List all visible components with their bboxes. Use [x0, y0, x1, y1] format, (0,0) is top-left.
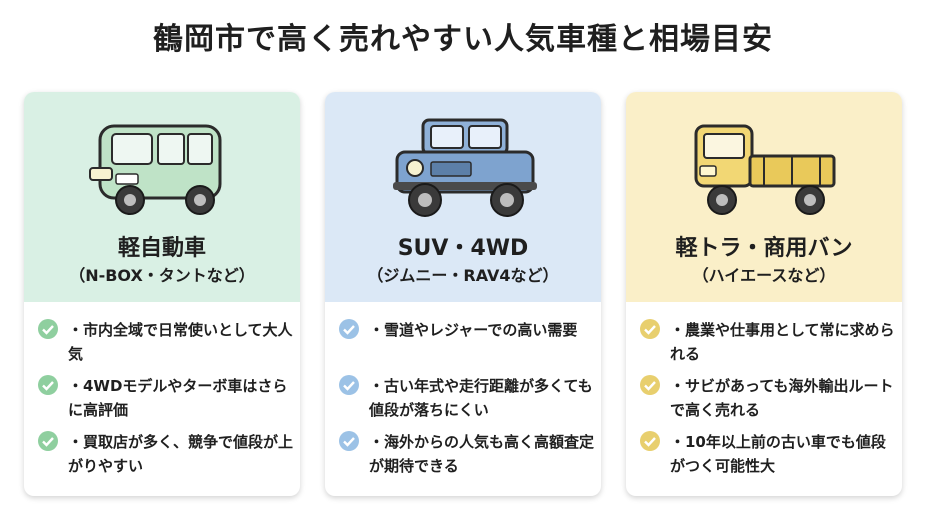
- card-kei-car: 軽自動車 （N-BOX・タントなど） ・市内全域で日常使いとして大人気 ・4WD…: [24, 92, 300, 496]
- card-subtitle: （ジムニー・RAV4など）: [367, 266, 559, 285]
- check-circle-icon: [640, 431, 660, 451]
- point-text: ・4WDモデルやターボ車はさらに高評価: [68, 377, 288, 419]
- check-circle-icon: [339, 319, 359, 339]
- point-list: ・農業や仕事用として常に求められる ・サビがあっても海外輸出ルートで高く売れる …: [640, 318, 896, 486]
- check-circle-icon: [640, 319, 660, 339]
- point-text: ・雪道やレジャーでの高い需要: [369, 321, 578, 339]
- list-item: ・市内全域で日常使いとして大人気: [38, 318, 294, 374]
- suv-icon: [393, 118, 537, 217]
- list-item: ・買取店が多く、競争で値段が上がりやすい: [38, 430, 294, 486]
- point-text: ・買取店が多く、競争で値段が上がりやすい: [68, 433, 294, 475]
- list-item: ・雪道やレジャーでの高い需要: [339, 318, 595, 374]
- check-circle-icon: [38, 319, 58, 339]
- card-header: [626, 92, 902, 302]
- check-circle-icon: [640, 375, 660, 395]
- check-circle-icon: [38, 375, 58, 395]
- list-item: ・10年以上前の古い車でも値段がつく可能性大: [640, 430, 896, 486]
- point-text: ・10年以上前の古い車でも値段がつく可能性大: [670, 433, 886, 475]
- list-item: ・農業や仕事用として常に求められる: [640, 318, 896, 374]
- list-item: ・海外からの人気も高く高額査定が期待できる: [339, 430, 595, 486]
- check-circle-icon: [339, 431, 359, 451]
- card-title: SUV・4WD: [397, 236, 529, 261]
- list-item: ・サビがあっても海外輸出ルートで高く売れる: [640, 374, 896, 430]
- point-text: ・古い年式や走行距離が多くても値段が落ちにくい: [369, 377, 593, 419]
- kei-car-icon: [89, 124, 222, 215]
- page-title: 鶴岡市で高く売れやすい人気車種と相場目安: [153, 22, 773, 57]
- list-item: ・4WDモデルやターボ車はさらに高評価: [38, 374, 294, 430]
- kei-truck-icon: [694, 124, 836, 215]
- point-text: ・農業や仕事用として常に求められる: [670, 321, 895, 363]
- check-circle-icon: [339, 375, 359, 395]
- card-subtitle: （N-BOX・タントなど）: [69, 266, 255, 285]
- card-title: 軽自動車: [117, 236, 206, 261]
- point-text: ・海外からの人気も高く高額査定が期待できる: [369, 433, 595, 475]
- card-kei-truck: 軽トラ・商用バン （ハイエースなど） ・農業や仕事用として常に求められる ・サビ…: [626, 92, 902, 496]
- card-subtitle: （ハイエースなど）: [692, 266, 836, 285]
- point-list: ・雪道やレジャーでの高い需要 ・古い年式や走行距離が多くても値段が落ちにくい ・…: [339, 318, 595, 486]
- card-title: 軽トラ・商用バン: [675, 236, 853, 261]
- list-item: ・古い年式や走行距離が多くても値段が落ちにくい: [339, 374, 595, 430]
- check-circle-icon: [38, 431, 58, 451]
- point-text: ・市内全域で日常使いとして大人気: [68, 321, 293, 363]
- card-suv: SUV・4WD （ジムニー・RAV4など） ・雪道やレジャーでの高い需要 ・古い…: [325, 92, 601, 496]
- point-text: ・サビがあっても海外輸出ルートで高く売れる: [670, 377, 894, 419]
- point-list: ・市内全域で日常使いとして大人気 ・4WDモデルやターボ車はさらに高評価 ・買取…: [38, 318, 294, 486]
